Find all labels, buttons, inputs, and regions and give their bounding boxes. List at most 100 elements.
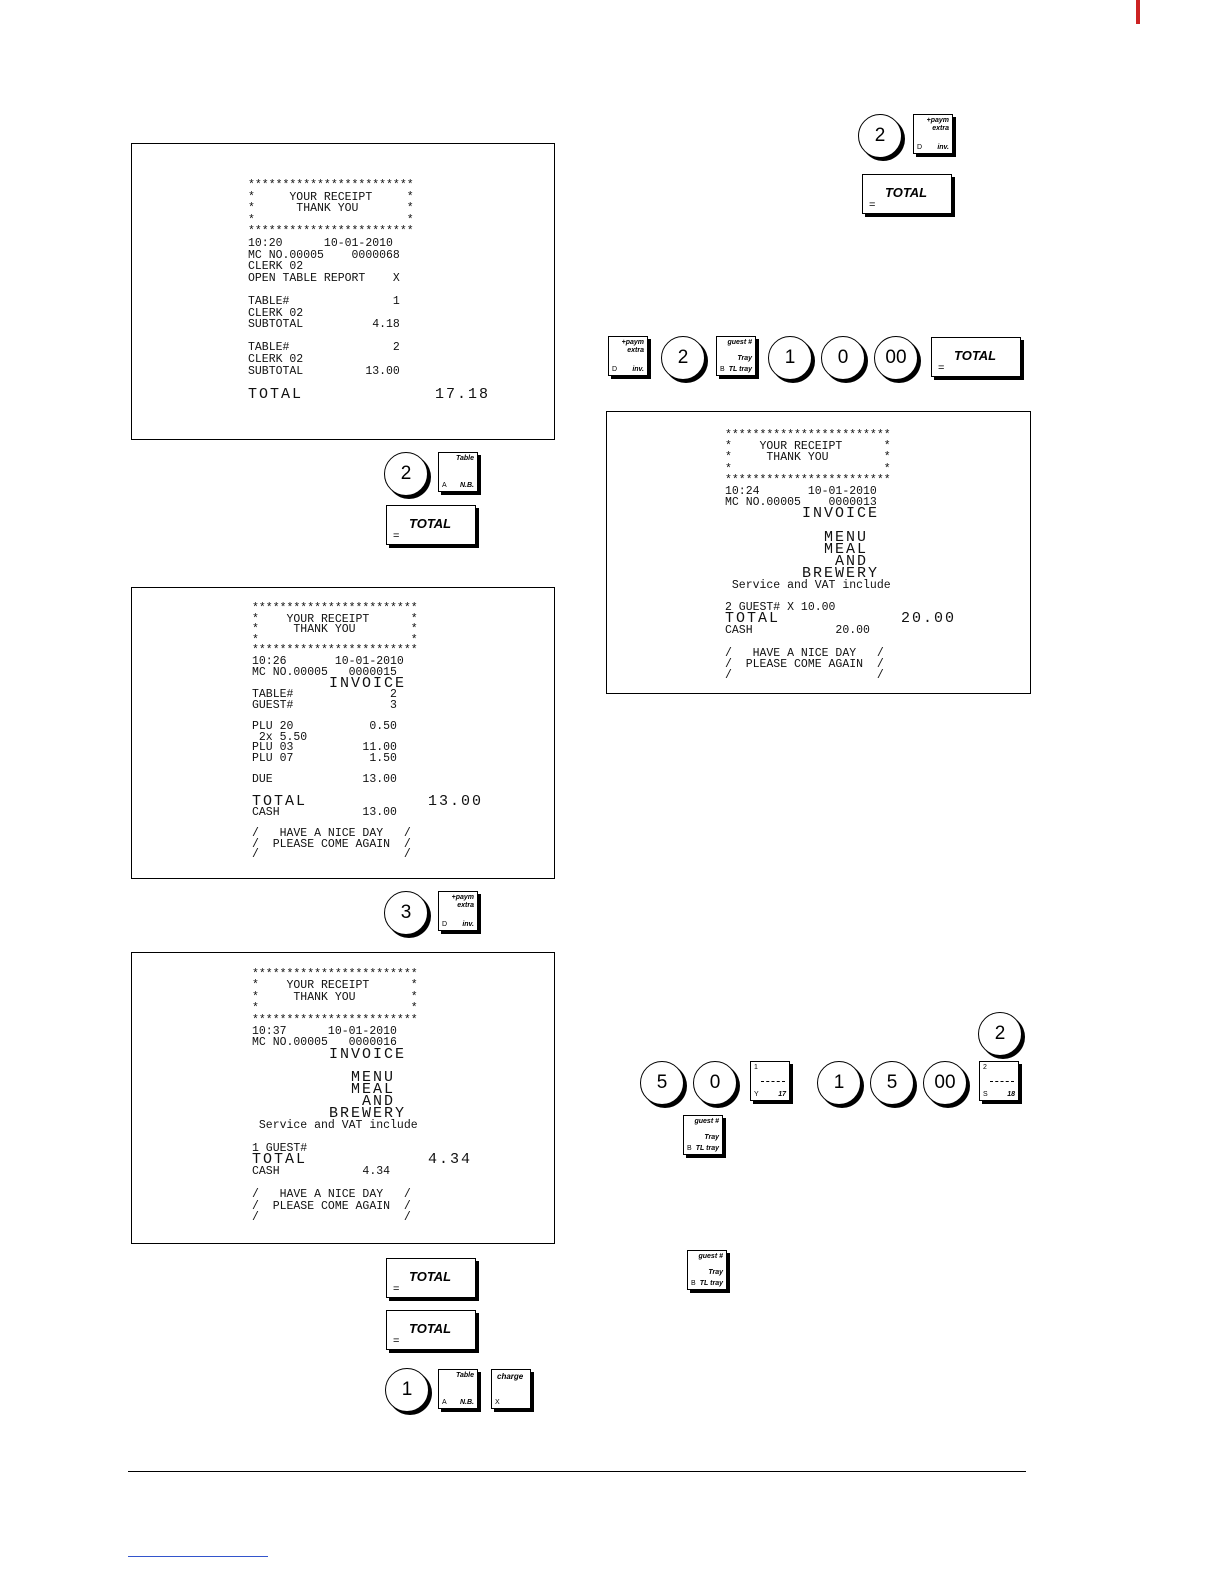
key-label: inv.: [937, 144, 949, 151]
key-00[interactable]: 00: [874, 336, 918, 380]
key-label: 5: [886, 1072, 898, 1093]
dept-2-key[interactable]: 2 S 18: [979, 1061, 1019, 1101]
key-label: =: [393, 530, 400, 542]
dept-1-key[interactable]: 1 Y 17: [750, 1061, 790, 1101]
receipt-line: SUBTOTAL 4.18: [248, 318, 400, 332]
receipt-line: TABLE# 2: [248, 341, 400, 355]
receipt-line: PLU 07 1.50: [252, 751, 397, 765]
receipt-line: / /: [252, 1211, 411, 1225]
key-label: A: [442, 1399, 447, 1406]
receipt-line: INVOICE: [725, 505, 880, 523]
receipt-invoice-guests: ************************* YOUR RECEIPT *…: [606, 411, 1031, 694]
receipt-line: 2x 5.50: [252, 730, 308, 744]
key-label: Table: [455, 1372, 474, 1379]
key-label: N.B.: [460, 482, 474, 489]
guest-tray-key[interactable]: guest # Tray B TL tray: [683, 1115, 723, 1155]
receipt-line: ************************: [725, 429, 891, 442]
key-label: TL tray: [695, 1145, 719, 1152]
receipt-line: INVOICE: [252, 1045, 407, 1063]
key-2[interactable]: 2: [978, 1012, 1022, 1056]
key-label: 00: [934, 1072, 956, 1093]
key-label: guest #: [727, 339, 752, 346]
paym-extra-key[interactable]: +paym extra D inv.: [608, 336, 648, 376]
key-label: 2: [400, 463, 412, 484]
key-label: +paym extra: [621, 339, 644, 354]
receipt-line: / PLEASE COME AGAIN /: [252, 1199, 411, 1213]
key-0[interactable]: 0: [693, 1061, 737, 1105]
receipt-text: ************************* YOUR RECEIPT *…: [252, 969, 472, 1224]
table-key[interactable]: Table A N.B.: [438, 1369, 478, 1409]
receipt-line: ************************: [252, 644, 418, 658]
receipt-line: / HAVE A NICE DAY /: [252, 1188, 411, 1202]
key-1[interactable]: 1: [817, 1061, 861, 1105]
key-label: 0: [709, 1072, 721, 1093]
key-label: 3: [400, 902, 412, 923]
receipt-line: ************************: [248, 179, 414, 192]
key-5[interactable]: 5: [870, 1061, 914, 1105]
key-1[interactable]: 1: [768, 336, 812, 380]
key-label: 2: [677, 347, 689, 368]
total-key[interactable]: TOTAL =: [931, 337, 1021, 377]
key-label: B: [720, 366, 725, 373]
key-label: N.B.: [460, 1399, 474, 1406]
page-edge-marker: [1136, 0, 1140, 24]
key-label: charge: [497, 1372, 524, 1381]
key-2[interactable]: 2: [384, 452, 428, 496]
paym-extra-key[interactable]: +paym extra D inv.: [913, 114, 953, 154]
key-label: +paym extra: [451, 894, 474, 909]
key-label: inv.: [462, 921, 474, 928]
key-5[interactable]: 5: [640, 1061, 684, 1105]
total-key[interactable]: TOTAL =: [862, 174, 952, 214]
key-00[interactable]: 00: [923, 1061, 967, 1105]
paym-extra-key[interactable]: +paym extra D inv.: [438, 891, 478, 931]
receipt-line: OPEN TABLE REPORT X: [248, 271, 400, 285]
receipt-line: * YOUR RECEIPT *: [725, 440, 891, 454]
table-key[interactable]: Table A N.B.: [438, 452, 478, 492]
key-label: TL tray: [699, 1280, 723, 1287]
key-divider: [761, 1081, 785, 1082]
footer-link-underline: [128, 1556, 268, 1557]
guest-tray-key[interactable]: guest # Tray B TL tray: [716, 336, 756, 376]
key-3[interactable]: 3: [384, 891, 428, 935]
receipt-line: * THANK YOU *: [252, 990, 418, 1004]
total-key[interactable]: TOTAL =: [386, 1258, 476, 1298]
receipt-line: ************************: [252, 602, 418, 615]
key-divider: [990, 1081, 1014, 1082]
receipt-line: PLU 03 11.00: [252, 741, 397, 755]
key-label: 18: [1007, 1091, 1015, 1098]
receipt-line: PLU 20 0.50: [252, 719, 397, 733]
receipt-line: * *: [252, 633, 418, 647]
receipt-line: Service and VAT include: [725, 578, 891, 592]
receipt-text: ************************* YOUR RECEIPT *…: [725, 429, 956, 682]
key-2[interactable]: 2: [661, 336, 705, 380]
guest-tray-key[interactable]: guest # Tray B TL tray: [687, 1250, 727, 1290]
key-label: 0: [837, 347, 849, 368]
key-1[interactable]: 1: [385, 1368, 429, 1412]
key-label: guest #: [698, 1253, 723, 1260]
key-label: Tray: [708, 1269, 723, 1276]
receipt-line: TABLE# 2: [252, 688, 397, 702]
key-label: Y: [754, 1091, 759, 1098]
receipt-line: ************************: [248, 225, 414, 239]
key-label: +paym extra: [926, 117, 949, 132]
key-label: 1: [784, 347, 796, 368]
receipt-line: Service and VAT include: [252, 1119, 418, 1133]
receipt-line: 10:26 10-01-2010: [252, 654, 404, 668]
receipt-text: ************************* YOUR RECEIPT *…: [248, 179, 490, 402]
key-label: TL tray: [728, 366, 752, 373]
receipt-line: GUEST# 3: [252, 698, 397, 712]
key-2[interactable]: 2: [858, 114, 902, 158]
receipt-line: / /: [252, 848, 411, 862]
receipt-line: BREWERY: [252, 1105, 407, 1123]
total-key[interactable]: TOTAL =: [386, 1310, 476, 1350]
key-0[interactable]: 0: [821, 336, 865, 380]
key-label: =: [393, 1283, 400, 1295]
total-key[interactable]: TOTAL =: [386, 505, 476, 545]
key-label: 17: [778, 1091, 786, 1098]
receipt-line: TOTAL 4.34: [252, 1151, 473, 1169]
charge-key[interactable]: charge X: [491, 1369, 531, 1409]
receipt-line: / HAVE A NICE DAY /: [252, 827, 411, 841]
receipt-line: * THANK YOU *: [248, 202, 414, 216]
receipt-line: [725, 636, 956, 647]
receipt-line: 1 GUEST#: [252, 1142, 308, 1156]
